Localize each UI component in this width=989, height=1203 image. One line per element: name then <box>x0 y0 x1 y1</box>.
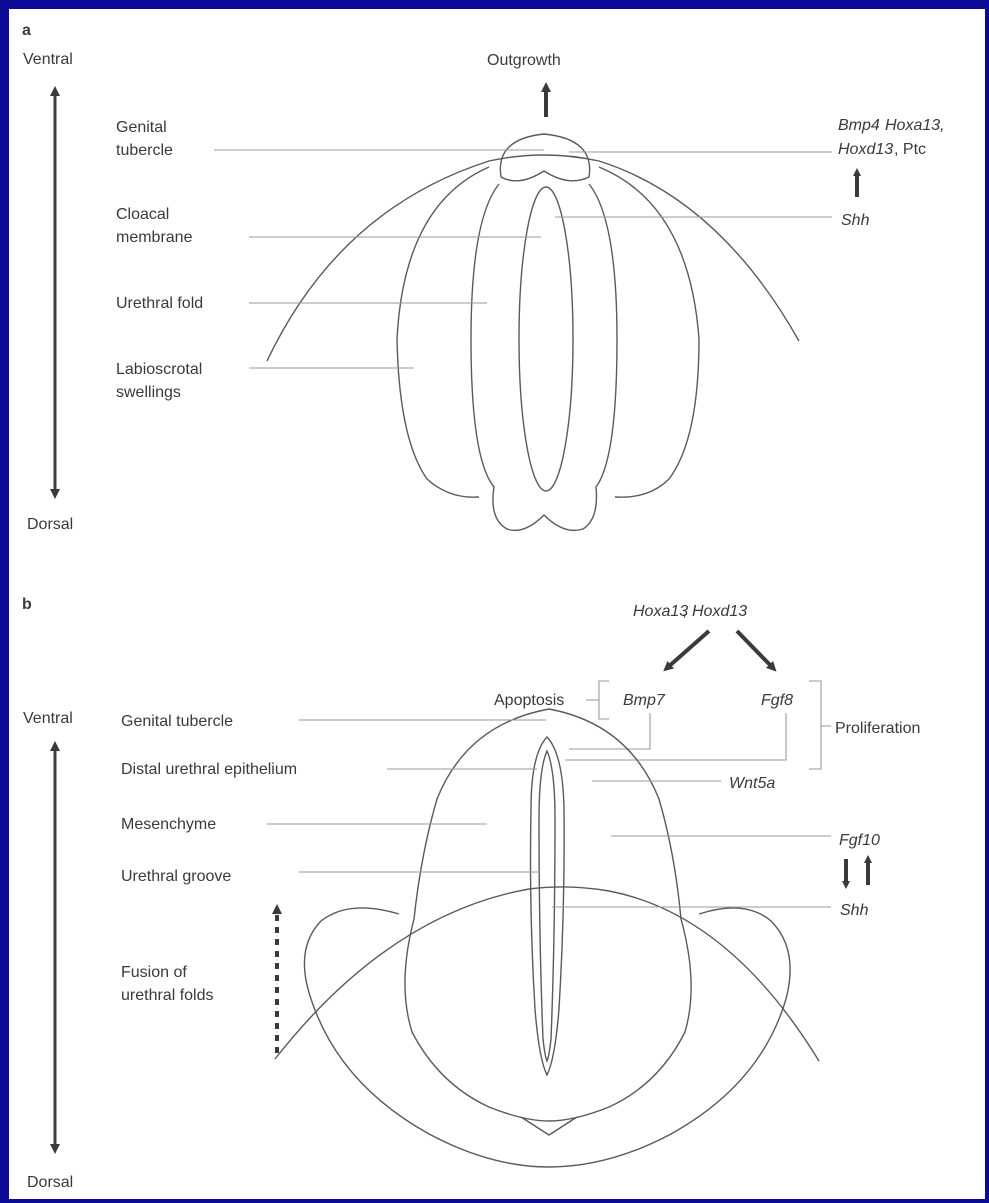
genital-tubercle-label-b: Genital tubercle <box>121 713 233 730</box>
hox-separator: , <box>682 603 686 620</box>
hox-to-fgf8-arrow <box>737 631 773 668</box>
panel-b-letter: b <box>22 596 32 613</box>
genital-tubercle-label-line2: tubercle <box>116 142 173 159</box>
proliferation-bracket <box>809 681 831 769</box>
labioscrotal-label-line2: swellings <box>116 384 181 401</box>
panel-b-dorsal-label: Dorsal <box>27 1174 73 1191</box>
proliferation-label: Proliferation <box>835 720 920 737</box>
shh-label-a: Shh <box>841 212 870 229</box>
distal-urethral-epithelium-label: Distal urethral epithelium <box>121 761 297 778</box>
labioscrotal-arc-b <box>275 887 819 1061</box>
bmp7-label: Bmp7 <box>623 692 666 709</box>
genital-tubercle-label-line1: Genital <box>116 119 167 136</box>
diagram-canvas: a Ventral Dorsal Outgrowth Genital tuber… <box>9 9 985 1199</box>
labioscrotal-label-line1: Labioscrotal <box>116 361 202 378</box>
hoxd13-label-a: Hoxd13 <box>838 141 893 158</box>
cloacal-membrane-label-line1: Cloacal <box>116 206 169 223</box>
labioscrotal-arc <box>267 155 799 361</box>
wnt5a-label: Wnt5a <box>729 775 775 792</box>
inner-urethral-fold-b <box>405 919 691 1121</box>
fgf10-label: Fgf10 <box>839 832 880 849</box>
left-labioscrotal-swelling <box>397 167 489 497</box>
panel-a-dorsal-label: Dorsal <box>27 516 73 533</box>
urethral-fold-label: Urethral fold <box>116 295 203 312</box>
apoptosis-label: Apoptosis <box>494 692 564 709</box>
outgrowth-label: Outgrowth <box>487 52 561 69</box>
panel-a: a Ventral Dorsal Outgrowth Genital tuber… <box>22 22 945 533</box>
shh-label-b: Shh <box>840 902 869 919</box>
panel-a-ventral-label: Ventral <box>23 51 73 68</box>
bmp4-label: Bmp4 <box>838 117 880 134</box>
hoxa13-label-b: Hoxa13 <box>633 603 688 620</box>
mesenchyme-label: Mesenchyme <box>121 816 216 833</box>
ptc-label: , Ptc <box>894 141 926 158</box>
cloacal-membrane-shape <box>519 187 573 491</box>
fusion-label-line1: Fusion of <box>121 964 187 981</box>
urethral-groove-shape <box>539 751 555 1061</box>
hoxd13-label-b: Hoxd13 <box>692 603 747 620</box>
panel-b: b Ventral Dorsal Hoxa13 , Hoxd13 Apoptos… <box>22 596 920 1191</box>
urethral-fold-outline <box>471 184 617 530</box>
panel-a-letter: a <box>22 22 31 39</box>
distal-urethral-epithelium-shape <box>531 737 565 1075</box>
hox-to-bmp7-arrow <box>667 631 709 668</box>
panel-a-embryo-drawing <box>267 134 799 530</box>
outer-labioscrotal-swelling-b <box>304 908 790 1167</box>
cloacal-membrane-label-line2: membrane <box>116 229 193 246</box>
fusion-label-line2: urethral folds <box>121 987 214 1004</box>
fgf8-leader <box>565 713 786 760</box>
apoptosis-bracket <box>586 681 609 719</box>
hoxa13-label-a: Hoxa13, <box>885 117 945 134</box>
urethral-groove-label: Urethral groove <box>121 868 231 885</box>
figure-frame: a Ventral Dorsal Outgrowth Genital tuber… <box>9 9 985 1199</box>
fgf8-label: Fgf8 <box>761 692 793 709</box>
panel-b-ventral-label: Ventral <box>23 710 73 727</box>
